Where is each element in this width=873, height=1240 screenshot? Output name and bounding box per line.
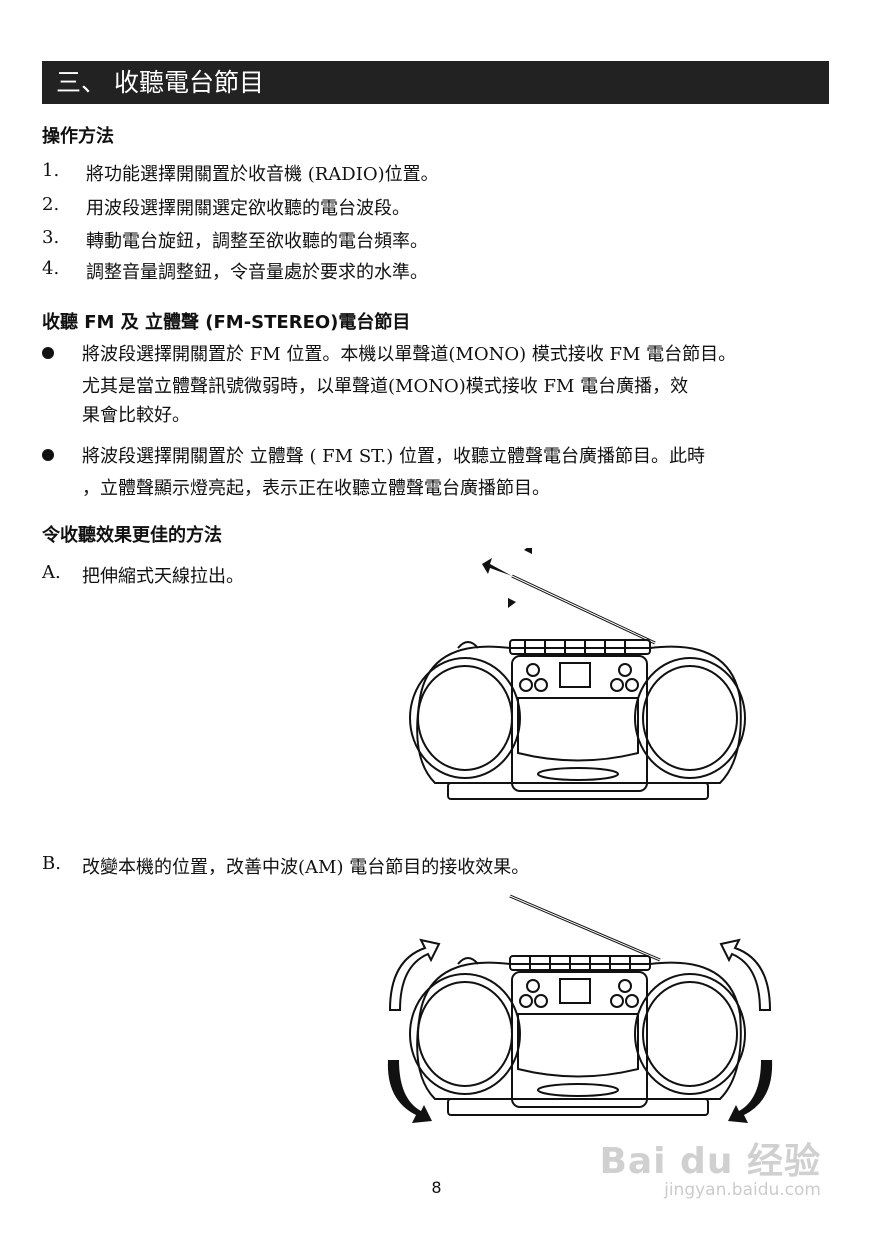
step-number: 1. [42,160,60,181]
step-text: 將功能選擇開關置於收音機 (RADIO)位置。 [86,164,439,185]
bullet-text-line: 果會比較好。 [82,405,190,426]
item-text: 改變本機的位置，改善中波(AM) 電台節目的接收效果。 [82,857,530,878]
boombox-rotation-illustration [387,894,773,1123]
item-text: 把伸縮式天線拉出。 [82,566,244,587]
page-number: 8 [431,1178,442,1197]
section-heading-tips: 令收聽效果更佳的方法 [42,525,222,546]
step-number: 2. [42,194,60,215]
section-heading-operation: 操作方法 [42,126,114,147]
watermark-logo: Bai du 经验 [599,1141,821,1182]
bullet-text-line: 將波段選擇開關置於 立體聲 ( FM ST.) 位置，收聽立體聲電台廣播節目。此… [82,446,705,467]
bullet-text-line: 將波段選擇開關置於 FM 位置。本機以單聲道(MONO) 模式接收 FM 電台節… [82,344,737,365]
bullet-icon [42,347,54,359]
page-title: 三、 收聽電台節目 [42,61,829,104]
step-text: 轉動電台旋鈕，調整至欲收聽的電台頻率。 [86,231,428,252]
section-heading-fm-stereo: 收聽 FM 及 立體聲 (FM-STEREO)電台節目 [42,312,411,333]
item-letter: B. [42,853,61,874]
bullet-text-line: 尤其是當立體聲訊號微弱時，以單聲道(MONO)模式接收 FM 電台廣播，效 [82,376,689,397]
bullet-icon [42,449,54,461]
bullet-text-line: ，立體聲顯示燈亮起，表示正在收聽立體聲電台廣播節目。 [82,478,550,499]
watermark-url: jingyan.baidu.com [664,1180,821,1200]
step-number: 4. [42,258,60,279]
step-number: 3. [42,227,60,248]
item-letter: A. [42,562,61,583]
boombox-antenna-illustration [409,548,746,800]
step-text: 調整音量調整鈕，令音量處於要求的水準。 [86,262,428,283]
step-text: 用波段選擇開關選定欲收聽的電台波段。 [86,198,410,219]
